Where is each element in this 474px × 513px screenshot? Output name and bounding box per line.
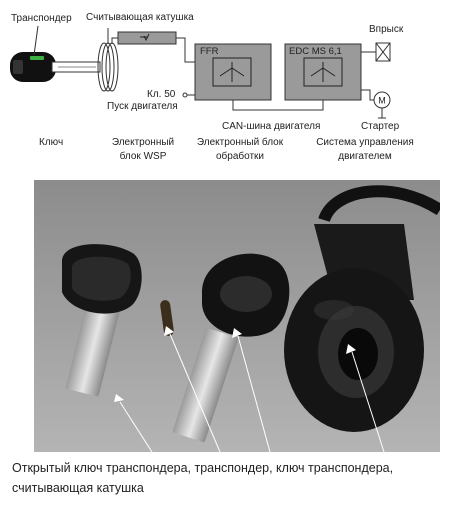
key-caption: Ключ [39, 137, 64, 148]
ffr-block [194, 43, 272, 101]
kl50-label: Кл. 50 [147, 89, 176, 100]
photo-pointers [119, 333, 385, 452]
transponder-label: Транспондер [11, 13, 72, 24]
engine-caption-line1: Система управления [316, 137, 414, 148]
kl50-terminal [182, 92, 188, 98]
injector-icon [375, 42, 391, 62]
starter-motor-icon [373, 91, 391, 119]
injection-label: Впрыск [369, 24, 404, 35]
open-key-photo [62, 244, 142, 397]
key-led [30, 56, 44, 60]
reader-coil-icon [97, 42, 119, 92]
wsp-block [117, 31, 177, 45]
can-bus-line [232, 100, 324, 111]
engine-caption-line2: двигателем [338, 151, 392, 162]
immobilizer-diagram: M [10, 25, 391, 119]
key-parts-photo [34, 180, 440, 452]
edc-block [284, 43, 362, 101]
wsp-caption-line1: Электронный [111, 137, 175, 148]
transponder-pointer [33, 25, 39, 56]
starter-label: Стартер [361, 121, 400, 132]
photo-caption: Открытый ключ транспондера, транспондер,… [12, 461, 394, 495]
wsp-caption-line2: блок WSP [119, 151, 167, 162]
engine-start-label: Пуск двигателя [107, 101, 178, 112]
ffr-label: FFR [200, 46, 219, 57]
reader-coil-label: Считывающая катушка [86, 12, 194, 23]
key-icon [10, 52, 101, 82]
transponder-photo [160, 300, 174, 336]
edc-label: EDC MS 6,1 [289, 46, 342, 57]
ecu-caption-line2: обработки [215, 151, 265, 162]
ecu-caption-line1: Электронный блок [196, 137, 284, 148]
transponder-key-photo [172, 253, 290, 443]
can-bus-label: CAN-шина двигателя [222, 121, 321, 132]
motor-symbol: M [378, 96, 386, 106]
